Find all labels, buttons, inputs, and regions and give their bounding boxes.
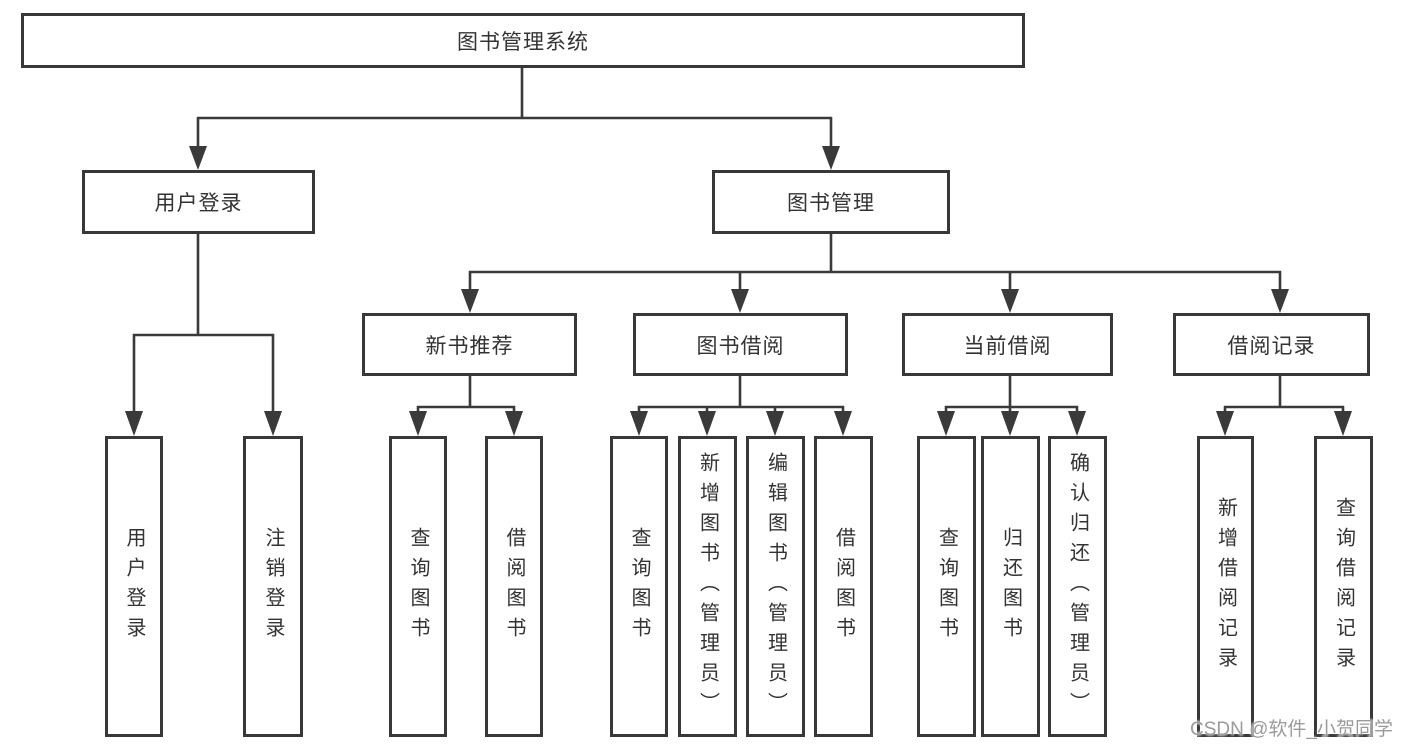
arrowhead-icon <box>1216 411 1234 436</box>
arrowhead-icon <box>1068 411 1086 436</box>
connector-bookborrow-to-leaves <box>630 376 852 436</box>
connector-newbooks-to-leaves <box>409 376 523 436</box>
leaf-add-book-admin: 新增图书（管理员） <box>678 436 737 737</box>
leaf-query-borrow-record: 查询借阅记录 <box>1314 436 1373 737</box>
arrowhead-icon <box>834 411 852 436</box>
node-label: 注销登录 <box>262 526 284 647</box>
connector-currentborrow-to-leaves <box>937 376 1086 436</box>
leaf-user-login: 用户登录 <box>105 436 163 737</box>
node-label: 编辑图书（管理员） <box>764 451 787 722</box>
node-label: 用户登录 <box>123 526 145 647</box>
leaf-query-books-2: 查询图书 <box>610 436 668 737</box>
node-new-book-recommend: 新书推荐 <box>362 313 577 376</box>
arrowhead-icon <box>1271 289 1289 313</box>
node-label: 图书借阅 <box>696 334 785 358</box>
node-label: 图书管理 <box>787 192 875 215</box>
arrowhead-icon <box>731 289 749 313</box>
leaf-query-books-3: 查询图书 <box>917 436 976 737</box>
node-label: 新增图书（管理员） <box>696 451 719 722</box>
arrowhead-icon <box>630 411 648 436</box>
leaf-logout: 注销登录 <box>243 436 303 737</box>
leaf-return-book: 归还图书 <box>981 436 1040 737</box>
connector-userlogin-to-leaves <box>125 234 282 436</box>
node-label: 图书管理系统 <box>457 30 589 54</box>
node-label: 借阅图书 <box>503 526 525 647</box>
node-book-management: 图书管理 <box>712 170 950 234</box>
arrowhead-icon <box>937 411 955 436</box>
node-label: 查询图书 <box>935 526 958 647</box>
arrowhead-icon <box>461 289 479 313</box>
arrowhead-icon <box>1334 411 1352 436</box>
leaf-add-borrow-record: 新增借阅记录 <box>1197 436 1254 737</box>
node-borrow-records: 借阅记录 <box>1173 313 1370 376</box>
node-label: 查询图书 <box>628 526 650 647</box>
arrowhead-icon <box>125 411 143 436</box>
node-label: 新增借阅记录 <box>1214 496 1237 677</box>
arrowhead-icon <box>189 146 207 170</box>
node-label: 查询图书 <box>407 526 429 647</box>
arrowhead-icon <box>1001 289 1019 313</box>
node-user-login: 用户登录 <box>82 170 315 234</box>
node-label: 确认归还（管理员） <box>1066 451 1089 722</box>
node-label: 借阅图书 <box>832 526 855 647</box>
arrowhead-icon <box>766 411 784 436</box>
node-label: 新书推荐 <box>425 334 514 358</box>
connector-bookmgmt-to-level3 <box>461 234 1289 313</box>
arrowhead-icon <box>505 411 523 436</box>
node-label: 借阅记录 <box>1227 334 1316 358</box>
arrowhead-icon <box>698 411 716 436</box>
connector-root-to-level2 <box>189 68 840 170</box>
arrowhead-icon <box>1001 411 1019 436</box>
leaf-borrow-books-2: 借阅图书 <box>814 436 873 737</box>
node-label: 当前借阅 <box>963 334 1052 358</box>
node-current-borrow: 当前借阅 <box>902 313 1113 376</box>
arrowhead-icon <box>264 411 282 436</box>
node-library-system: 图书管理系统 <box>21 13 1025 68</box>
leaf-borrow-books-1: 借阅图书 <box>485 436 543 737</box>
node-book-borrow: 图书借阅 <box>633 313 848 376</box>
node-label: 查询借阅记录 <box>1332 496 1355 677</box>
connector-borrowrecords-to-leaves <box>1216 376 1352 436</box>
leaf-edit-book-admin: 编辑图书（管理员） <box>746 436 805 737</box>
node-label: 用户登录 <box>154 192 243 215</box>
leaf-query-books-1: 查询图书 <box>389 436 447 737</box>
leaf-confirm-return-admin: 确认归还（管理员） <box>1048 436 1107 737</box>
arrowhead-icon <box>409 411 427 436</box>
node-label: 归还图书 <box>999 526 1022 647</box>
arrowhead-icon <box>822 146 840 170</box>
